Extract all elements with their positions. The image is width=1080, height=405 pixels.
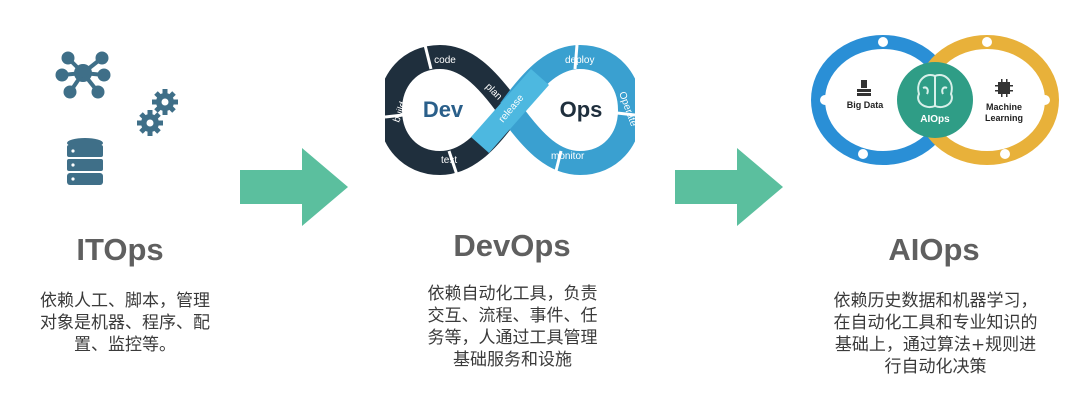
- itops-icons: [55, 51, 178, 185]
- aiops-description: 依赖历史数据和机器学习， 在自动化工具和专业知识的 基础上，通过算法+规则进 行…: [808, 290, 1063, 378]
- chip-icon: [995, 79, 1013, 97]
- devops-desc-line: 基础服务和设施: [453, 350, 572, 370]
- database-icon: [67, 138, 103, 185]
- aiops-right-label-2: Learning: [985, 113, 1023, 123]
- aiops-desc-line: 在自动化工具和专业知识的: [833, 313, 1038, 333]
- devops-infinity-diagram: Dev Ops code plan build test release dep…: [385, 45, 635, 175]
- arrow-right-2: [675, 148, 783, 226]
- aiops-right-label-1: Machine: [986, 102, 1022, 112]
- devops-ops-label: Ops: [560, 97, 603, 122]
- aiops-diagram: AIOps Big Data Machine Learning: [811, 35, 1059, 165]
- itops-desc-line: 置、监控等。: [74, 335, 176, 355]
- devops-dev-label: Dev: [423, 97, 464, 122]
- stage-monitor: monitor: [551, 151, 585, 162]
- devops-desc-line: 交互、流程、事件、任: [427, 306, 598, 326]
- aiops-left-label: Big Data: [847, 100, 885, 110]
- network-hub-icon: [55, 51, 111, 99]
- itops-desc-line: 依赖人工、脚本，管理: [40, 291, 210, 311]
- gears-icon: [137, 89, 178, 136]
- itops-desc-line: 对象是机器、程序、配: [40, 313, 210, 333]
- stage-deploy: deploy: [565, 55, 594, 66]
- stage-test: test: [441, 155, 457, 166]
- devops-description: 依赖自动化工具，负责 交互、流程、事件、任 务等，人通过工具管理 基础服务和设施: [405, 283, 620, 371]
- devops-title: DevOps: [453, 228, 571, 263]
- itops-title: ITOps: [76, 232, 164, 267]
- brain-icon: [917, 74, 953, 108]
- devops-desc-line: 依赖自动化工具，负责: [427, 284, 598, 304]
- aiops-desc-line: 基础上，通过算法+规则进: [834, 335, 1037, 355]
- big-data-icon: [857, 80, 871, 96]
- aiops-desc-line: 依赖历史数据和机器学习，: [833, 291, 1038, 311]
- arrow-right-1: [240, 148, 348, 226]
- aiops-desc-line: 行自动化决策: [884, 357, 987, 377]
- aiops-center-label: AIOps: [920, 114, 950, 125]
- stage-code: code: [434, 55, 456, 66]
- devops-desc-line: 务等，人通过工具管理: [427, 328, 598, 348]
- itops-description: 依赖人工、脚本，管理 对象是机器、程序、配 置、监控等。: [15, 290, 235, 356]
- aiops-title: AIOps: [888, 232, 980, 267]
